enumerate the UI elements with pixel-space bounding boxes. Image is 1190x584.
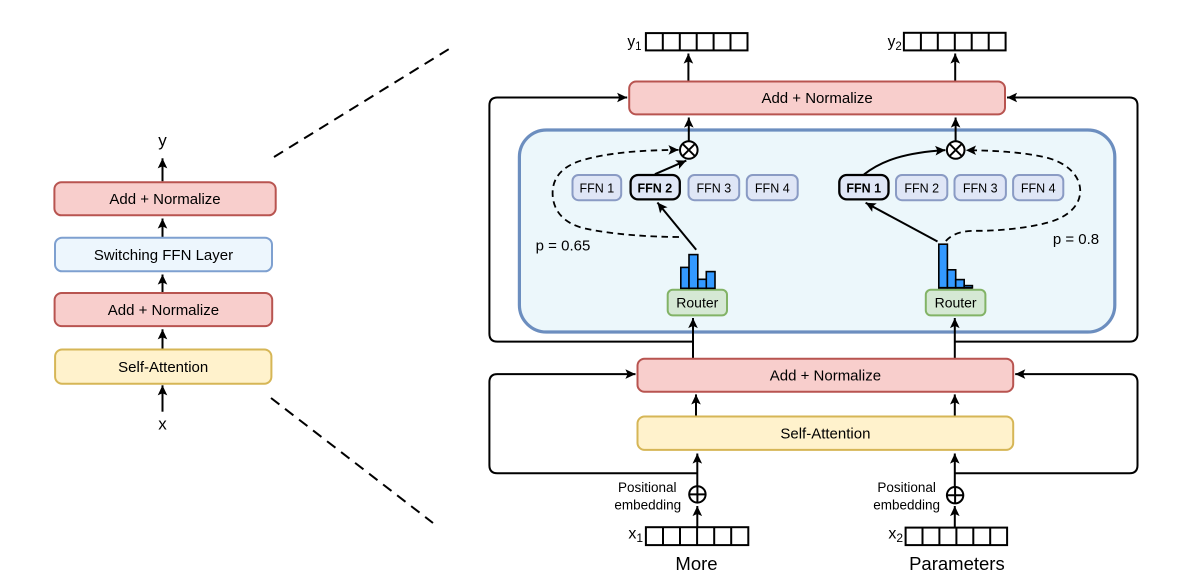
svg-text:p = 0.65: p = 0.65: [536, 237, 591, 254]
svg-text:FFN 4: FFN 4: [755, 182, 790, 196]
svg-text:y1: y1: [627, 34, 641, 54]
svg-text:Positional: Positional: [618, 480, 677, 495]
svg-text:Switching FFN Layer: Switching FFN Layer: [94, 247, 233, 264]
svg-text:Router: Router: [676, 295, 718, 311]
svg-text:y2: y2: [888, 34, 902, 54]
svg-text:embedding: embedding: [873, 498, 940, 513]
svg-text:FFN 1: FFN 1: [580, 182, 615, 196]
svg-text:embedding: embedding: [614, 498, 681, 513]
svg-text:Add + Normalize: Add + Normalize: [761, 90, 872, 107]
svg-text:x2: x2: [888, 526, 903, 546]
svg-text:x: x: [158, 415, 167, 434]
svg-text:p = 0.8: p = 0.8: [1053, 231, 1099, 248]
svg-text:FFN 2: FFN 2: [904, 182, 939, 196]
svg-text:FFN 4: FFN 4: [1021, 182, 1056, 196]
svg-text:Self-Attention: Self-Attention: [118, 359, 208, 376]
svg-text:x1: x1: [628, 526, 643, 546]
svg-text:Add + Normalize: Add + Normalize: [108, 302, 219, 319]
svg-text:FFN 3: FFN 3: [963, 182, 998, 196]
svg-text:FFN 2: FFN 2: [638, 182, 673, 196]
svg-text:y: y: [158, 131, 167, 150]
svg-text:Router: Router: [935, 295, 977, 311]
svg-text:FFN 3: FFN 3: [697, 182, 732, 196]
svg-text:Self-Attention: Self-Attention: [780, 425, 870, 442]
svg-text:Add + Normalize: Add + Normalize: [109, 191, 220, 208]
svg-text:FFN 1: FFN 1: [846, 182, 881, 196]
svg-text:Parameters: Parameters: [909, 553, 1005, 574]
svg-text:Positional: Positional: [877, 480, 936, 495]
svg-text:Add + Normalize: Add + Normalize: [770, 367, 881, 384]
svg-text:More: More: [675, 553, 717, 574]
